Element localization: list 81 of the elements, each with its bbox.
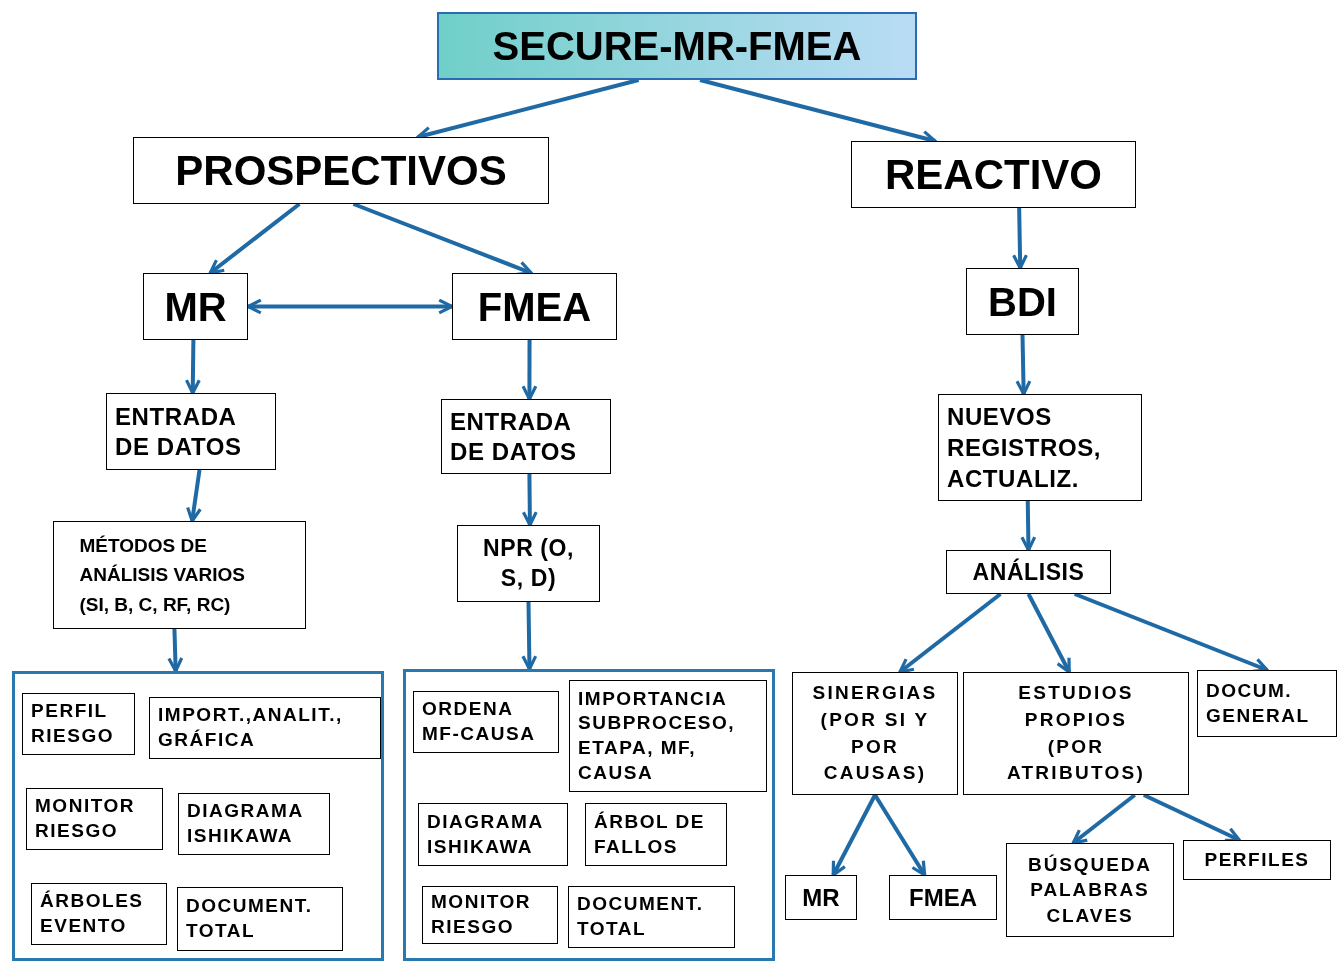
node-label: ÁRBOLES EVENTO	[40, 889, 145, 938]
process-box	[441, 399, 611, 474]
arrow	[898, 592, 1002, 674]
arrow	[1015, 334, 1032, 396]
category-box	[851, 141, 1136, 208]
arrow	[1026, 593, 1071, 674]
node-label: PERFILES	[1204, 847, 1310, 872]
node-label: BDI	[988, 278, 1057, 326]
arrow	[167, 628, 184, 673]
node-label: MR	[802, 882, 840, 913]
node-label: DIAGRAMA ISHIKAWA	[187, 799, 304, 848]
node-label: BÚSQUEDA PALABRAS CLAVES	[1027, 852, 1153, 928]
node-label: DOCUMENT. TOTAL	[577, 892, 705, 941]
arrow	[1071, 793, 1136, 845]
node-label: FMEA	[909, 882, 977, 913]
arrow	[184, 339, 201, 395]
node-label: FMEA	[477, 283, 592, 331]
process-box	[53, 521, 306, 629]
node-label: DIAGRAMA ISHIKAWA	[427, 809, 544, 859]
node-label: SINERGIAS (POR SI Y POR CAUSAS)	[811, 681, 939, 786]
process-box	[457, 525, 600, 602]
node-label: DOCUMENT. TOTAL	[186, 894, 314, 943]
item-box	[178, 793, 330, 855]
item-box	[569, 680, 767, 792]
item-box	[963, 672, 1189, 795]
item-box	[792, 672, 958, 795]
process-box	[938, 394, 1142, 501]
node-label: DOCUM. GENERAL	[1206, 678, 1311, 728]
item-box	[1197, 670, 1337, 737]
item-box	[26, 788, 163, 850]
method-box	[452, 273, 617, 340]
node-label: MONITOR RIESGO	[431, 890, 532, 939]
arrow	[208, 202, 301, 275]
arrow	[831, 794, 877, 877]
arrow	[246, 298, 454, 315]
node-label: NUEVOS REGISTROS, ACTUALIZ.	[947, 401, 1103, 495]
node-label: PERFIL RIESGO	[31, 699, 116, 748]
arrow	[521, 473, 538, 527]
item-box	[1183, 840, 1331, 880]
arrow	[521, 601, 538, 671]
node-label: ORDENA MF-CAUSA	[422, 697, 537, 746]
node-label: MR	[164, 283, 227, 331]
item-box	[149, 697, 381, 759]
process-box	[106, 393, 276, 470]
arrow	[1020, 500, 1037, 552]
item-box	[22, 693, 135, 755]
item-box	[413, 691, 559, 753]
node-label: ESTUDIOS PROPIOS (POR ATRIBUTOS)	[1005, 681, 1147, 786]
group-frame	[403, 669, 775, 961]
item-box	[31, 883, 167, 945]
method-box	[785, 875, 857, 920]
method-box	[966, 268, 1079, 335]
method-box	[889, 875, 997, 920]
item-box	[177, 887, 343, 951]
node-label: ENTRADA DE DATOS	[115, 401, 243, 462]
method-box	[143, 273, 248, 340]
node-label: SECURE-MR-FMEA	[492, 23, 862, 70]
arrow	[1012, 207, 1028, 270]
arrow	[521, 340, 538, 401]
arrow	[186, 469, 202, 523]
item-box	[1006, 843, 1174, 937]
node-label: ANÁLISIS	[972, 557, 1085, 587]
node-label: MÉTODOS DE ANÁLISIS VARIOS (SI, B, C, RF, RC)	[79, 533, 246, 617]
node-label: NPR (O, S, D)	[482, 533, 575, 593]
item-box	[585, 803, 727, 866]
item-box	[568, 886, 735, 948]
node-label: PROSPECTIVOS	[175, 146, 507, 196]
node-label: MONITOR RIESGO	[35, 794, 136, 843]
node-label: REACTIVO	[885, 150, 1102, 200]
process-box	[946, 550, 1111, 594]
node-label: ENTRADA DE DATOS	[450, 406, 578, 467]
item-box	[422, 886, 558, 944]
node-label: ÁRBOL DE FALLOS	[594, 809, 707, 859]
group-frame	[12, 671, 384, 961]
title-banner	[437, 12, 917, 80]
category-box	[133, 137, 549, 204]
item-box	[418, 803, 568, 866]
arrow	[873, 793, 927, 877]
node-label: IMPORTANCIA SUBPROCESO, ETAPA, MF, CAUSA	[578, 686, 737, 785]
node-label: IMPORT.,ANALIT., GRÁFICA	[158, 703, 344, 752]
arrow	[1142, 793, 1241, 842]
